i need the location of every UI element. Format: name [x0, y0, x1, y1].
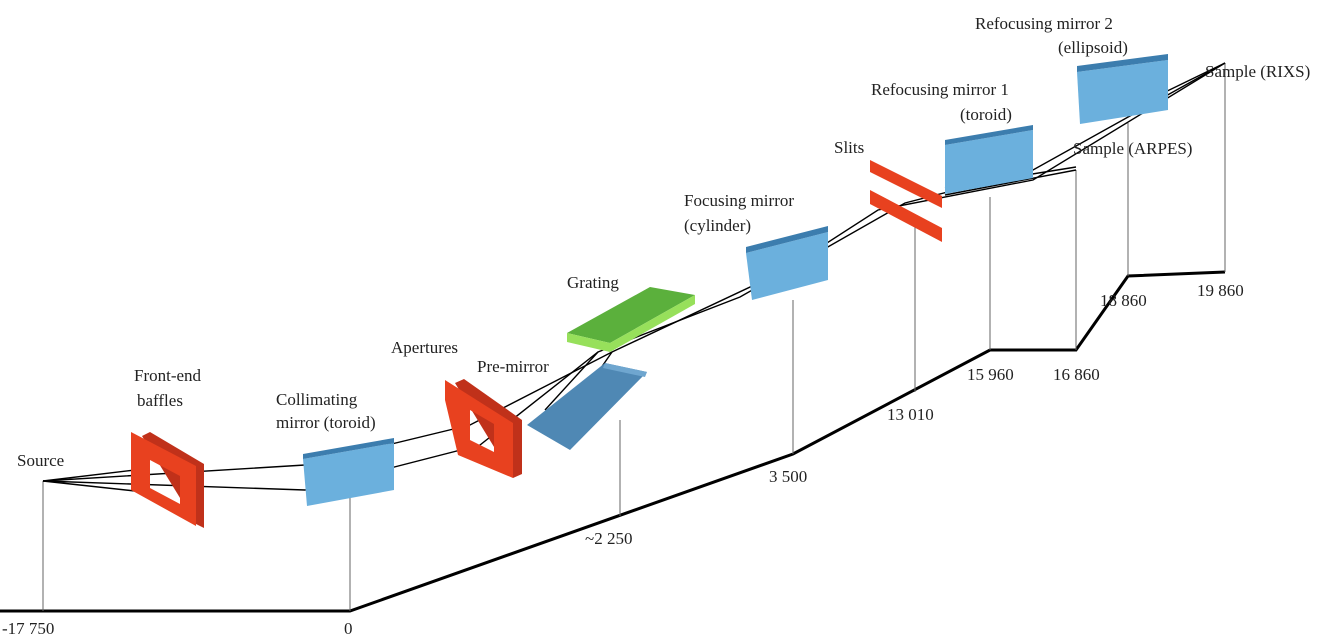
pos-sample-rixs: 19 860 — [1197, 281, 1244, 300]
beam-premirror-cross-2 — [544, 351, 599, 411]
collimating-mirror — [303, 438, 394, 506]
pos-premirror: ~2 250 — [585, 529, 632, 548]
pre-mirror — [527, 363, 647, 450]
pos-focusing: 3 500 — [769, 467, 807, 486]
beam-arpes-lower — [944, 169, 1077, 196]
label-refocusing2-line1: Refocusing mirror 2 — [975, 14, 1113, 33]
label-grating: Grating — [567, 273, 619, 292]
slits — [870, 160, 942, 242]
label-focusing-line1: Focusing mirror — [684, 191, 794, 210]
label-premirror: Pre-mirror — [477, 357, 549, 376]
grating — [567, 287, 695, 352]
label-front-end-baffles-line1: Front-end — [134, 366, 202, 385]
pos-slits: 13 010 — [887, 405, 934, 424]
label-refocusing1-line2: (toroid) — [960, 105, 1012, 124]
label-front-end-baffles-line2: baffles — [137, 391, 183, 410]
label-slits: Slits — [834, 138, 864, 157]
pos-sample-arpes: 16 860 — [1053, 365, 1100, 384]
focusing-mirror — [746, 226, 828, 300]
beam-path-lower — [42, 62, 1226, 491]
label-sample-rixs: Sample (RIXS) — [1205, 62, 1310, 81]
front-end-baffles — [131, 432, 204, 528]
label-refocusing2-line2: (ellipsoid) — [1058, 38, 1128, 57]
label-refocusing1-line1: Refocusing mirror 1 — [871, 80, 1009, 99]
pos-refocusing1: 15 960 — [967, 365, 1014, 384]
label-sample-arpes: Sample (ARPES) — [1073, 139, 1192, 158]
pos-source: -17 750 — [2, 619, 54, 636]
label-collimating-line1: Collimating — [276, 390, 358, 409]
pos-collimating: 0 — [344, 619, 353, 636]
label-collimating-line2: mirror (toroid) — [276, 413, 376, 432]
pos-refocusing2: 18 860 — [1100, 291, 1147, 310]
apertures — [445, 379, 522, 478]
label-focusing-line2: (cylinder) — [684, 216, 751, 235]
label-apertures: Apertures — [391, 338, 458, 357]
beam-source-upper — [42, 469, 136, 482]
beam-source-lower — [42, 480, 136, 492]
beam-path-upper — [42, 62, 1226, 482]
label-source: Source — [17, 451, 64, 470]
refocusing-mirror-1 — [945, 125, 1033, 194]
refocusing-mirror-2 — [1077, 54, 1168, 124]
